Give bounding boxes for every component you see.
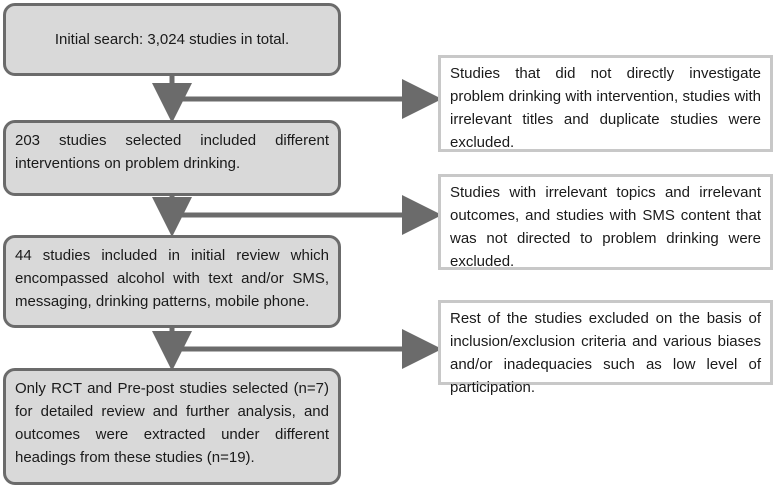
exclusion-text: Rest of the studies excluded on the basi…: [450, 310, 761, 396]
connector-2: [152, 195, 442, 237]
exclusion-text: Studies with irrelevant topics and irrel…: [450, 184, 761, 270]
stage-initial-review: 44 studies included in initial review wh…: [3, 235, 341, 328]
stage-selected-studies: 203 studies selected included different …: [3, 120, 341, 196]
stage-text: 203 studies selected included different …: [15, 132, 329, 172]
exclusion-box-3: Rest of the studies excluded on the basi…: [438, 300, 773, 396]
stage-text: Initial search: 3,024 studies in total.: [54, 31, 290, 48]
connector-3: [152, 328, 442, 371]
stage-text: Only RCT and Pre-post studies selected (…: [15, 380, 329, 466]
exclusion-box-2: Studies with irrelevant topics and irrel…: [438, 174, 773, 270]
stage-initial-search: Initial search: 3,024 studies in total.: [3, 3, 341, 76]
exclusion-box-1: Studies that did not directly investigat…: [438, 55, 773, 152]
stage-text: 44 studies included in initial review wh…: [15, 247, 329, 310]
connector-1: [152, 76, 442, 123]
exclusion-text: Studies that did not directly investigat…: [450, 65, 761, 151]
stage-final-selection: Only RCT and Pre-post studies selected (…: [3, 368, 341, 485]
